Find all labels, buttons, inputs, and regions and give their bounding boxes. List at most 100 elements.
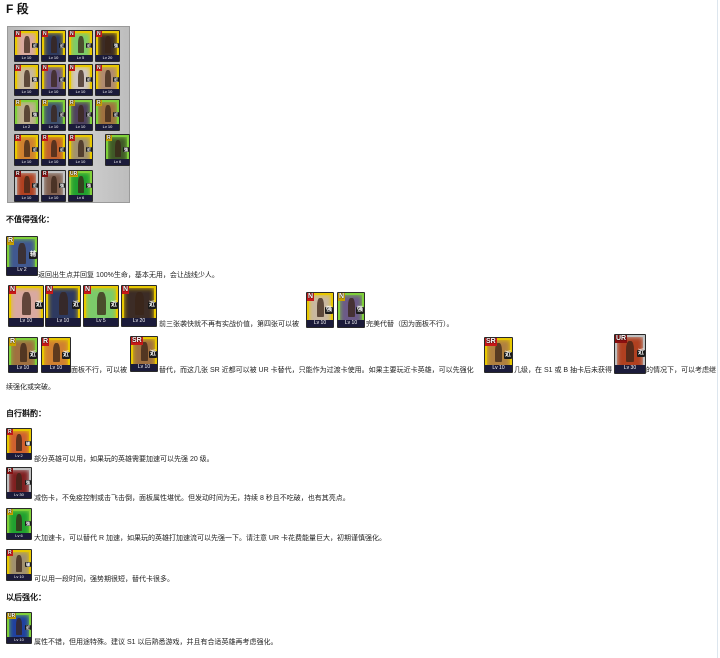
card-level-label: Lv 10 [7, 574, 31, 580]
card-character-art [96, 292, 106, 315]
card-type-label: 近 [86, 147, 92, 152]
card-type-label: 近 [28, 351, 37, 359]
card-character-art [50, 175, 57, 193]
card-character-art [23, 104, 30, 122]
card-level-label: Lv 6 [69, 195, 92, 201]
card-level-label: Lv 10 [42, 124, 65, 130]
section-later-heading: 以后强化： [6, 593, 46, 602]
card-rank-badge: N [122, 286, 130, 294]
card-rank-badge: R [7, 468, 13, 474]
row3-text-e: 续强化或突破。 [6, 384, 55, 391]
card-character-art [104, 104, 111, 122]
card-type-label: 强 [59, 183, 65, 188]
page-right-border [717, 0, 718, 658]
card-level-label: Lv 10 [485, 365, 512, 372]
card-type-label: 近 [32, 43, 38, 48]
optional-text-1: 部分英雄可以用，如果玩的英雄需要加速可以先强 20 级。 [34, 456, 214, 463]
card-rank-badge: R [69, 135, 75, 141]
card-type-label: 近 [113, 112, 119, 117]
card-character-art [18, 243, 27, 265]
card-type-label: 强 [123, 147, 129, 152]
card-rank-badge: N [46, 286, 54, 294]
card-rank-badge: R [106, 135, 112, 141]
card-rank-badge: N [307, 293, 315, 301]
card-type-label: 近 [59, 112, 65, 117]
row1-text: 返回出生点并回复 100%生命，基本无用，会让战线少人。 [38, 272, 219, 279]
card-rank-badge: R [42, 338, 50, 346]
card-level-label: Lv 10 [46, 318, 80, 326]
card-character-art [23, 175, 30, 193]
card-character-art [52, 343, 60, 363]
card-level-label: Lv 10 [69, 124, 92, 130]
card-character-art [16, 513, 23, 531]
card-type-label: 近 [109, 302, 118, 309]
card-type-label: 近 [148, 350, 157, 358]
card-character-art [50, 35, 57, 53]
row3-text-d: 的情况下，可以考虑继 [646, 367, 716, 374]
card-rank-badge: N [15, 65, 21, 71]
card-type-label: 近 [147, 302, 156, 309]
optional-text-4: 可以用一段时间，强势期很短，替代卡很多。 [34, 576, 174, 583]
card-type-label: 近 [59, 147, 65, 152]
card-character-art [50, 104, 57, 122]
card-level-label: Lv 2 [7, 267, 37, 275]
card-rank-badge: R [7, 237, 15, 245]
card-level-label: Lv 10 [15, 55, 38, 61]
card-character-art [626, 341, 635, 363]
card-level-label: Lv 10 [42, 55, 65, 61]
card-level-label: Lv 30 [615, 365, 645, 373]
card-level-label: Lv 5 [69, 55, 92, 61]
card-level-label: Lv 10 [131, 364, 157, 371]
row2-text-a: 前三张袭快就不再有实战价值，第四张可以被 [159, 321, 299, 328]
card-character-art [77, 69, 84, 87]
card-level-label: Lv 10 [96, 89, 119, 95]
card-character-art [77, 104, 84, 122]
card-character-art [77, 175, 84, 193]
card-level-label: Lv 20 [96, 55, 119, 61]
card-level-label: Lv 10 [42, 159, 65, 165]
card-rank-badge: R [7, 509, 13, 515]
card-type-label: 近 [59, 43, 65, 48]
card-type-label: 强 [113, 43, 119, 48]
card-type-label: 强 [25, 521, 31, 526]
later-text: 属性不错，但用途特殊。建议 S1 以后熟悉游戏，并且有合适英雄再考虑强化。 [34, 639, 278, 646]
card-level-label: Lv 10 [96, 124, 119, 130]
card-type-label: 近 [32, 147, 38, 152]
card-type-label: 辅 [28, 252, 37, 260]
card-rank-badge: N [84, 286, 92, 294]
card-level-label: Lv 6 [7, 533, 31, 539]
card-type-label: 近 [113, 77, 119, 82]
card-character-art [16, 554, 23, 572]
card-level-label: Lv 10 [15, 89, 38, 95]
card-level-label: Lv 2 [15, 124, 38, 130]
card-level-label: Lv 10 [69, 89, 92, 95]
card-rank-badge: R [42, 100, 48, 106]
card-rank-badge: R [9, 338, 17, 346]
card-character-art [50, 69, 57, 87]
card-character-art [19, 343, 27, 363]
card-level-label: Lv 10 [338, 320, 364, 327]
card-type-label: 近 [86, 43, 92, 48]
card-level-label: Lv 10 [42, 195, 65, 201]
